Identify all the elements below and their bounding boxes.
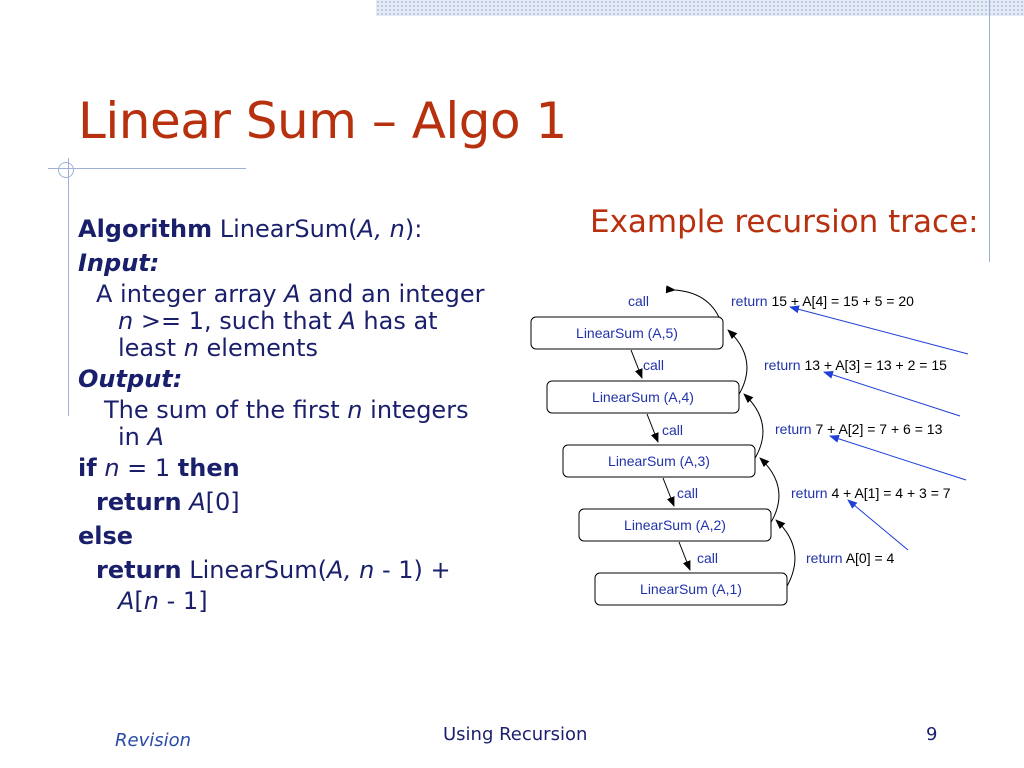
trace-box-1 <box>546 380 740 414</box>
return-arrow-blue-1 <box>823 370 961 417</box>
output-line-2: in A <box>118 423 164 451</box>
return-arrow-blue-3 <box>847 499 909 551</box>
page-number: 9 <box>926 724 938 745</box>
return-label-3: return 4 + A[1] = 4 + 3 = 7 <box>791 485 951 501</box>
output-line-1: The sum of the first n integers <box>104 396 469 424</box>
output-label: Output: <box>78 365 183 393</box>
trace-box-4 <box>594 572 788 606</box>
trace-box-label-3: LinearSum (A,2) <box>624 517 726 533</box>
call-label-1: call <box>643 357 664 373</box>
example-title: Example recursion trace: <box>590 204 979 240</box>
call-label-4: call <box>697 550 718 566</box>
trace-box-0 <box>530 316 724 350</box>
return-curve-3 <box>759 457 780 525</box>
input-label: Input: <box>78 249 160 277</box>
trace-box-2 <box>562 444 756 478</box>
trace-box-label-1: LinearSum (A,4) <box>592 389 694 405</box>
footer-title: Using Recursion <box>443 724 588 745</box>
call-arrow-2 <box>646 413 659 443</box>
return-label-4: return A[0] = 4 <box>806 550 895 566</box>
if-line: if n = 1 then <box>78 454 240 482</box>
trace-box-label-4: LinearSum (A,1) <box>640 581 742 597</box>
return-recursive-line-2: A[n - 1] <box>118 587 208 615</box>
trace-box-3 <box>578 508 772 542</box>
input-line-3: least n elements <box>118 334 319 362</box>
algorithm-block: Algorithm LinearSum(A, n): Input: A inte… <box>78 212 518 615</box>
slide-title: Linear Sum – Algo 1 <box>78 92 567 150</box>
algorithm-header: Algorithm LinearSum(A, n): <box>78 215 423 243</box>
crosshair-circle <box>58 162 74 178</box>
input-line-1: A integer array A and an integer <box>96 280 485 308</box>
return-base-line: return A[0] <box>96 488 240 516</box>
return-arrow-blue-0 <box>789 305 969 355</box>
return-label-0: return 15 + A[4] = 15 + 5 = 20 <box>731 293 914 309</box>
input-line-2: n >= 1, such that A has at <box>118 307 438 335</box>
call-label-0: call <box>628 293 649 309</box>
trace-box-label-0: LinearSum (A,5) <box>576 325 678 341</box>
return-curve-4 <box>775 519 796 589</box>
trace-box-label-2: LinearSum (A,3) <box>608 453 710 469</box>
call-arrow-3 <box>662 477 675 507</box>
return-curve-1 <box>727 329 748 397</box>
return-label-2: return 7 + A[2] = 7 + 6 = 13 <box>775 421 943 437</box>
return-recursive-line: return LinearSum(A, n - 1) + <box>96 556 451 584</box>
else-line: else <box>78 522 134 550</box>
call-arrow-1 <box>630 349 643 379</box>
right-divider-line <box>989 0 990 262</box>
call-label-2: call <box>662 422 683 438</box>
return-curve-2 <box>743 393 764 461</box>
footer-section-label: Revision <box>115 730 192 751</box>
header-pattern-band <box>376 0 1024 16</box>
left-divider-line <box>68 158 69 416</box>
title-underline <box>48 168 246 169</box>
return-label-1: return 13 + A[3] = 13 + 2 = 15 <box>764 357 947 373</box>
return-arrow-blue-2 <box>829 434 967 481</box>
call-arrow-4 <box>678 541 691 571</box>
call-label-3: call <box>677 485 698 501</box>
